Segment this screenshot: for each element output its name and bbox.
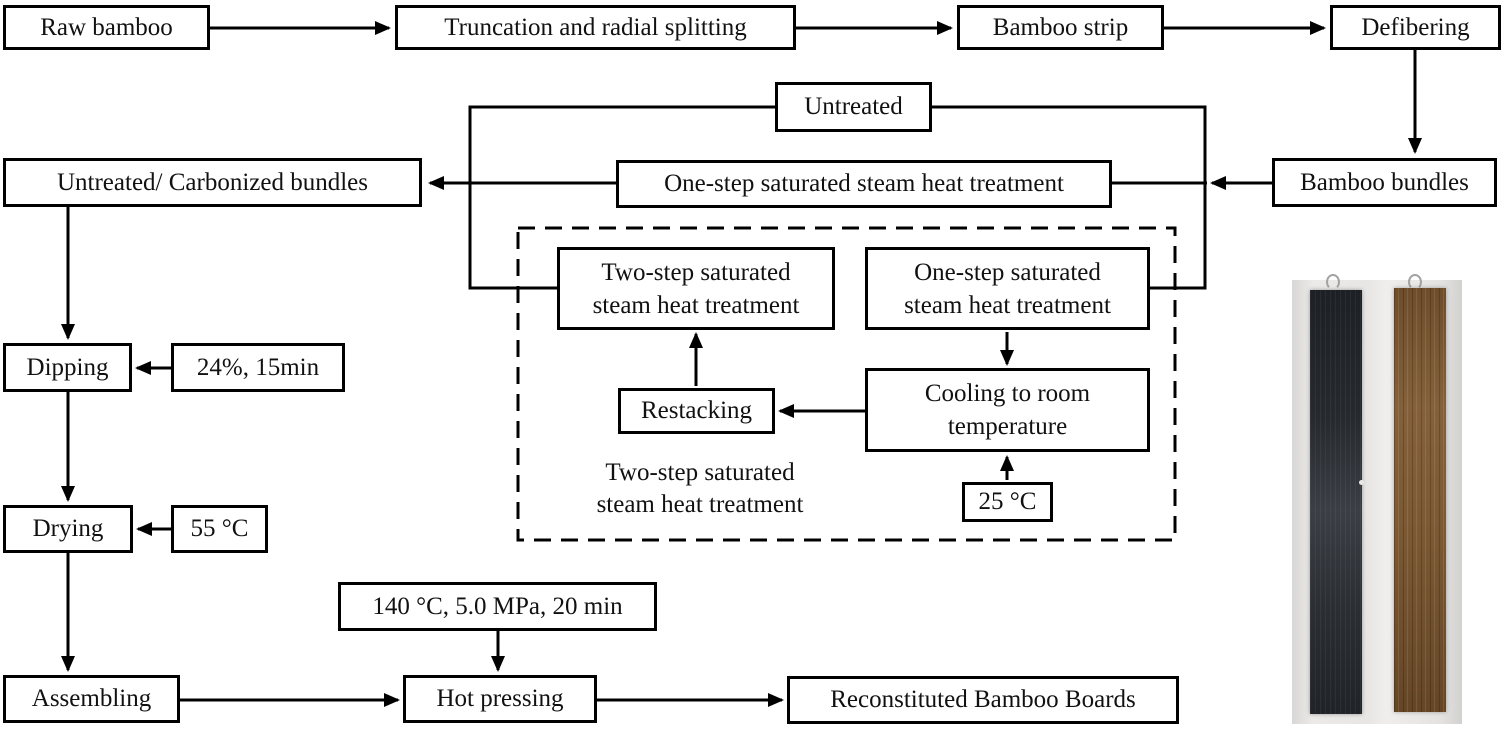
node-cooling-line2: temperature — [947, 413, 1068, 440]
hanger-hook-right — [1408, 274, 1422, 290]
edge-untreated-right-branch — [932, 105, 1207, 290]
dashed-group-frame — [516, 226, 1177, 542]
node-one-step-outer: One-step saturated steam heat treatment — [616, 160, 1112, 208]
node-press-params: 140 °C, 5.0 MPa, 20 min — [338, 582, 657, 631]
node-cooling: Cooling to room temperature — [865, 368, 1150, 452]
node-two-step-inner-line1: Two-step saturated — [601, 258, 791, 286]
node-two-step-inner: Two-step saturated steam heat treatment — [557, 247, 835, 330]
node-hot-pressing: Hot pressing — [403, 675, 597, 723]
node-cooling-line1: Cooling to room — [924, 380, 1091, 407]
node-dip-params: 24%, 15min — [171, 343, 345, 392]
untreated-board-image — [1394, 288, 1446, 712]
node-one-step-inner-line2: steam heat treatment — [904, 291, 1111, 319]
caption-two-step-line1: Two-step saturated — [605, 459, 795, 486]
board-pin-dot — [1359, 480, 1364, 485]
node-two-step-inner-line2: steam heat treatment — [592, 291, 800, 319]
node-restacking: Restacking — [618, 388, 775, 434]
node-drying: Drying — [3, 505, 133, 553]
node-one-step-inner-line1: One-step saturated — [914, 258, 1101, 286]
node-55c: 55 °C — [171, 505, 268, 553]
caption-two-step-line2: steam heat treatment — [596, 491, 804, 518]
edge-untreated-left-branch — [468, 105, 775, 290]
node-truncation: Truncation and radial splitting — [395, 5, 796, 50]
node-assembling: Assembling — [3, 675, 180, 723]
bamboo-boards-photo — [1292, 274, 1462, 724]
hanger-hook-left — [1326, 274, 1340, 290]
node-bamboo-strip: Bamboo strip — [957, 5, 1164, 50]
node-one-step-inner: One-step saturated steam heat treatment — [865, 247, 1150, 330]
node-raw-bamboo: Raw bamboo — [3, 5, 210, 50]
node-untreated: Untreated — [775, 82, 932, 132]
node-defibering: Defibering — [1330, 5, 1501, 50]
caption-two-step: Two-step saturated steam heat treatment — [570, 457, 830, 521]
node-boards: Reconstituted Bamboo Boards — [787, 676, 1179, 724]
node-dipping: Dipping — [3, 343, 132, 392]
carbonized-board-image — [1310, 290, 1364, 714]
node-25c: 25 °C — [962, 482, 1053, 522]
node-untreated-carbonized: Untreated/ Carbonized bundles — [3, 158, 422, 207]
node-bamboo-bundles: Bamboo bundles — [1272, 158, 1497, 207]
